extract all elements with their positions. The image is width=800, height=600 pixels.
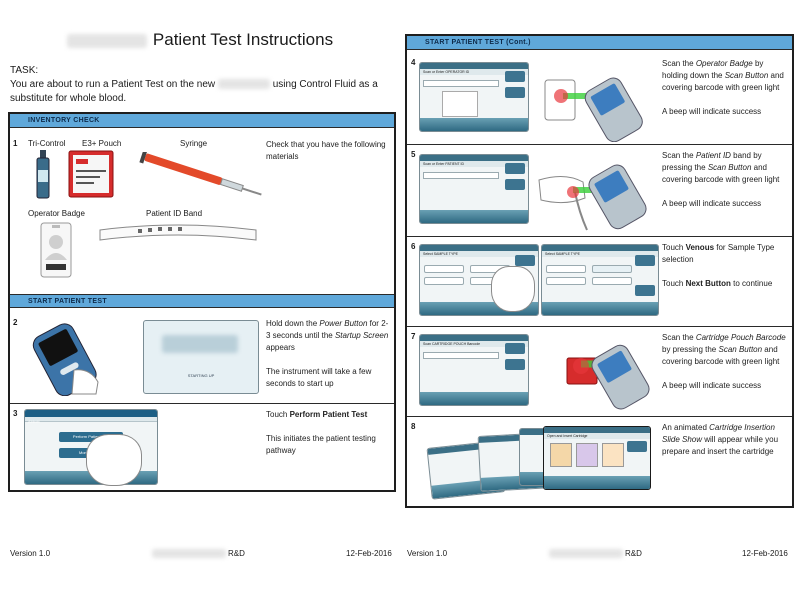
start-patient-test-header: START PATIENT TEST xyxy=(10,294,394,308)
syringe-icon xyxy=(139,152,262,196)
step3-description: Touch Perform Patient Test This initiate… xyxy=(266,410,376,455)
label-tricontrol: Tri-Control xyxy=(28,139,66,148)
screen-prompt: Select SAMPLE TYPE xyxy=(420,251,538,257)
screen-side-button[interactable] xyxy=(505,87,525,98)
step-number: 4 xyxy=(411,58,416,67)
task-text: You are about to run a Patient Test on t… xyxy=(10,79,378,104)
screen-side-button[interactable] xyxy=(515,255,535,266)
step1-description: Check that you have the following materi… xyxy=(266,140,386,161)
row-divider xyxy=(407,326,792,327)
screen-side-button[interactable] xyxy=(635,255,655,266)
step6-description: Touch Venous for Sample Type selection T… xyxy=(662,243,775,288)
step4-description: Scan the Operator Badge by holding down … xyxy=(662,59,784,116)
left-footer-version: Version 1.0 xyxy=(10,549,51,558)
screen-side-button[interactable] xyxy=(505,179,525,190)
right-instructions-panel: START PATIENT TEST (Cont.) 4 Scan or Ent… xyxy=(405,34,794,508)
cartridge-pouch-screen: Scan CARTRIDGE POUCH Barcode xyxy=(419,334,529,406)
screen-prompt: Scan or Enter OPERATOR ID xyxy=(420,69,528,75)
right-footer-dept: R&D xyxy=(549,549,642,559)
abbott-logo: Abbott xyxy=(28,419,40,424)
label-syringe: Syringe xyxy=(180,139,208,148)
right-footer-version: Version 1.0 xyxy=(407,549,448,558)
page-title: Patient Test Instructions xyxy=(0,30,400,50)
step-number: 7 xyxy=(411,332,416,341)
inventory-check-header: INVENTORY CHECK xyxy=(10,114,394,128)
perform-patient-test-button[interactable]: Perform Patient Test xyxy=(59,432,123,442)
cartridge-insertion-screen: Open and Insert Cartridge xyxy=(543,426,651,490)
sample-type-next-screen: Select SAMPLE TYPE xyxy=(541,244,659,316)
label-operator-badge: Operator Badge xyxy=(28,209,85,218)
sample-option[interactable] xyxy=(592,277,632,285)
operator-id-screen: Scan or Enter OPERATOR ID xyxy=(419,62,529,132)
step-number: 8 xyxy=(411,422,416,431)
patient-id-band-icon xyxy=(99,224,257,241)
pouch-icon xyxy=(68,150,114,198)
screen-side-button[interactable] xyxy=(505,163,525,174)
screen-side-button[interactable] xyxy=(505,71,525,82)
step-number: 2 xyxy=(13,318,18,327)
sample-option[interactable] xyxy=(546,265,586,273)
label-patient-id-band: Patient ID Band xyxy=(146,209,203,218)
redacted-logo xyxy=(162,335,238,353)
screen-side-button[interactable] xyxy=(505,343,525,354)
task-block: TASK: You are about to run a Patient Tes… xyxy=(10,64,390,106)
screen-side-button[interactable] xyxy=(627,441,647,452)
scanner-wristband-icon xyxy=(538,164,647,231)
left-instructions-panel: INVENTORY CHECK 1 Tri-Control E3+ Pouch … xyxy=(8,112,396,492)
start-patient-test-cont-header: START PATIENT TEST (Cont.) xyxy=(407,36,792,50)
row-divider xyxy=(10,403,394,404)
handheld-device-icon xyxy=(32,323,99,396)
operator-badge-icon xyxy=(40,222,72,278)
tricontrol-vial-icon xyxy=(36,150,50,199)
step-number: 5 xyxy=(411,150,416,159)
redacted-device-name xyxy=(66,33,147,48)
sample-option[interactable] xyxy=(424,277,464,285)
startup-screen: STARTING UP xyxy=(143,320,259,394)
redacted-company xyxy=(549,549,623,559)
pointing-hand-icon xyxy=(491,266,535,312)
startup-status-text: STARTING UP xyxy=(187,373,215,378)
row-divider xyxy=(407,416,792,417)
patient-id-screen: Scan or Enter PATIENT ID xyxy=(419,154,529,224)
left-footer-dept: R&D xyxy=(152,549,245,559)
next-button[interactable] xyxy=(635,285,655,296)
redacted-company xyxy=(152,549,226,559)
task-label: TASK: xyxy=(10,65,39,76)
step5-description: Scan the Patient ID band by pressing the… xyxy=(662,151,780,208)
screen-prompt: Open and Insert Cartridge xyxy=(544,433,650,439)
screen-side-button[interactable] xyxy=(505,359,525,370)
step-number: 6 xyxy=(411,242,416,251)
step-number: 3 xyxy=(13,409,18,418)
screen-prompt: Select SAMPLE TYPE xyxy=(542,251,658,257)
label-pouch: E3+ Pouch xyxy=(82,139,122,148)
row-divider xyxy=(407,144,792,145)
step8-description: An animated Cartridge Insertion Slide Sh… xyxy=(662,423,779,456)
step7-description: Scan the Cartridge Pouch Barcode by pres… xyxy=(662,333,786,390)
screen-prompt: Scan CARTRIDGE POUCH Barcode xyxy=(420,341,528,347)
pointing-hand-icon xyxy=(86,434,142,486)
redacted-device-name xyxy=(217,79,270,90)
right-footer-date: 12-Feb-2016 xyxy=(742,549,788,558)
sample-option[interactable] xyxy=(424,265,464,273)
left-footer-date: 12-Feb-2016 xyxy=(346,549,392,558)
sample-option[interactable] xyxy=(546,277,586,285)
scanner-pouch-icon xyxy=(566,344,650,410)
venous-option-selected[interactable] xyxy=(592,265,632,273)
page-title-text: Patient Test Instructions xyxy=(152,30,334,49)
step-number: 1 xyxy=(13,139,18,148)
scanner-badge-icon xyxy=(544,77,643,142)
row-divider xyxy=(407,236,792,237)
step2-description: Hold down the Power Button for 2-3 secon… xyxy=(266,319,389,388)
screen-prompt: Scan or Enter PATIENT ID xyxy=(420,161,528,167)
